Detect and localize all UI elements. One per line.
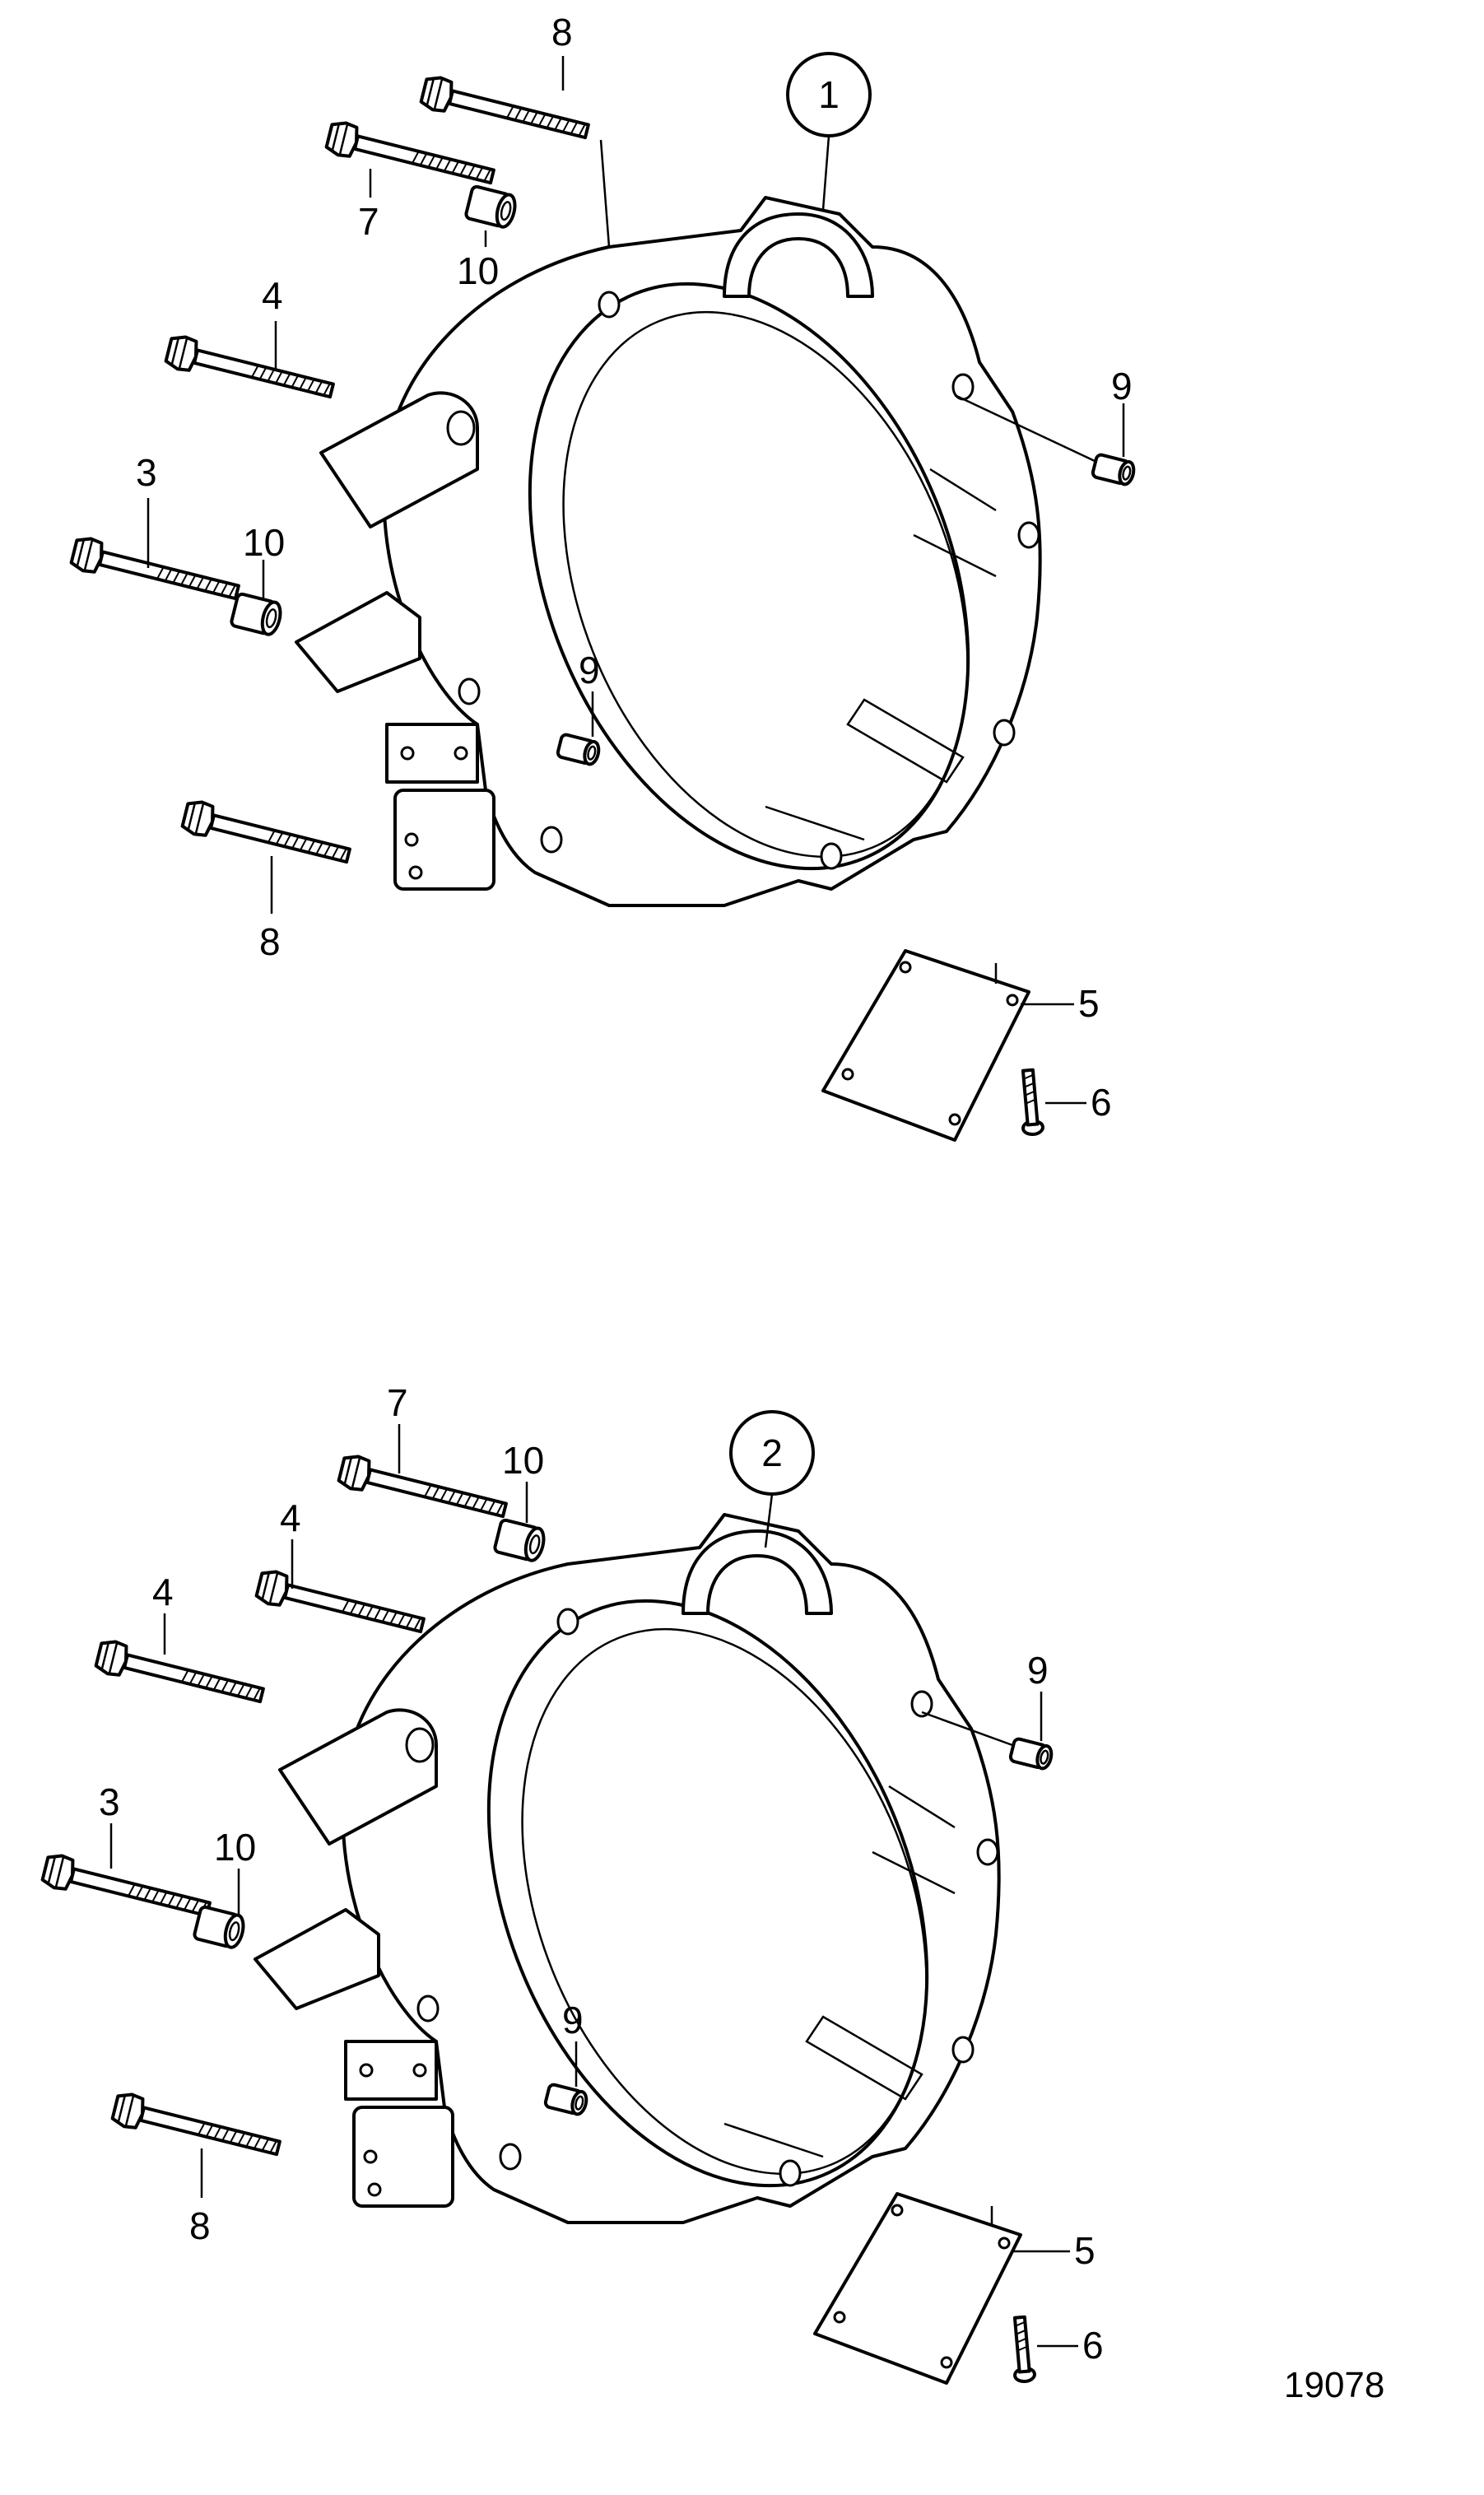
- inspection-cover-asm2: [813, 2192, 1022, 2385]
- callout-4: 4: [262, 274, 283, 317]
- callout-9-centre: 9: [579, 649, 600, 691]
- callout-9-centre-asm2: 9: [562, 1999, 584, 2041]
- callout-10-upper-asm2: 10: [502, 1439, 544, 1482]
- callout-10-lower: 10: [243, 521, 285, 564]
- callout-9-right: 9: [1111, 365, 1133, 407]
- callout-8-lower: 8: [259, 920, 281, 963]
- bolt-3-asm2: [40, 1850, 214, 1927]
- callout-4-lower-asm2: 4: [152, 1571, 174, 1613]
- callout-3-asm2: 3: [99, 1780, 120, 1823]
- figure-number: 19078: [1284, 2365, 1384, 2405]
- bolt-8-lower: [179, 797, 354, 873]
- assembly-1: 1 8 7 10 4 3 10 9: [68, 11, 1137, 1142]
- bolt-4-lower-asm2: [93, 1636, 267, 1713]
- callout-8-asm2: 8: [189, 2204, 211, 2247]
- bolt-8-asm2: [109, 2089, 284, 2166]
- screw-6: [1016, 1068, 1045, 1138]
- pin-9-right: [1090, 452, 1137, 488]
- callout-4-upper-asm2: 4: [280, 1497, 301, 1539]
- inspection-cover: [821, 949, 1030, 1142]
- reference-label-1: 1: [818, 73, 840, 116]
- callout-3: 3: [136, 451, 157, 494]
- callout-8-upper: 8: [551, 11, 573, 54]
- callout-10-upper: 10: [457, 249, 499, 292]
- sleeve-10-upper: [463, 184, 520, 230]
- callout-9-right-asm2: 9: [1027, 1649, 1049, 1692]
- reference-marker-1: 1: [786, 52, 872, 211]
- reference-label-2: 2: [761, 1431, 783, 1474]
- bolt-7: [323, 118, 498, 194]
- bolt-3: [68, 533, 243, 610]
- callout-6-asm2: 6: [1082, 2324, 1104, 2367]
- callout-7-asm2: 7: [387, 1381, 408, 1424]
- assembly-2: 2 7 10 4 4 3 10 9 9: [40, 1381, 1104, 2385]
- callout-7: 7: [358, 200, 379, 243]
- callout-5-asm2: 5: [1074, 2229, 1096, 2272]
- bolt-8-upper: [418, 72, 593, 149]
- screw-6-asm2: [1007, 2315, 1037, 2385]
- pin-9-right-asm2: [1007, 1736, 1055, 1772]
- flywheel-housing-1: [295, 196, 1052, 936]
- reference-marker-2: 2: [729, 1410, 815, 1548]
- sleeve-10-lower: [229, 591, 286, 638]
- flywheel-housing-2: [254, 1513, 1011, 2253]
- callout-6: 6: [1091, 1081, 1112, 1124]
- bolt-4-upper-asm2: [254, 1566, 428, 1643]
- sleeve-10-upper-asm2: [492, 1517, 549, 1564]
- callout-10-lower-asm2: 10: [214, 1826, 256, 1869]
- bolt-7-asm2: [336, 1451, 510, 1528]
- bolt-4: [163, 332, 337, 408]
- callout-5: 5: [1078, 982, 1100, 1025]
